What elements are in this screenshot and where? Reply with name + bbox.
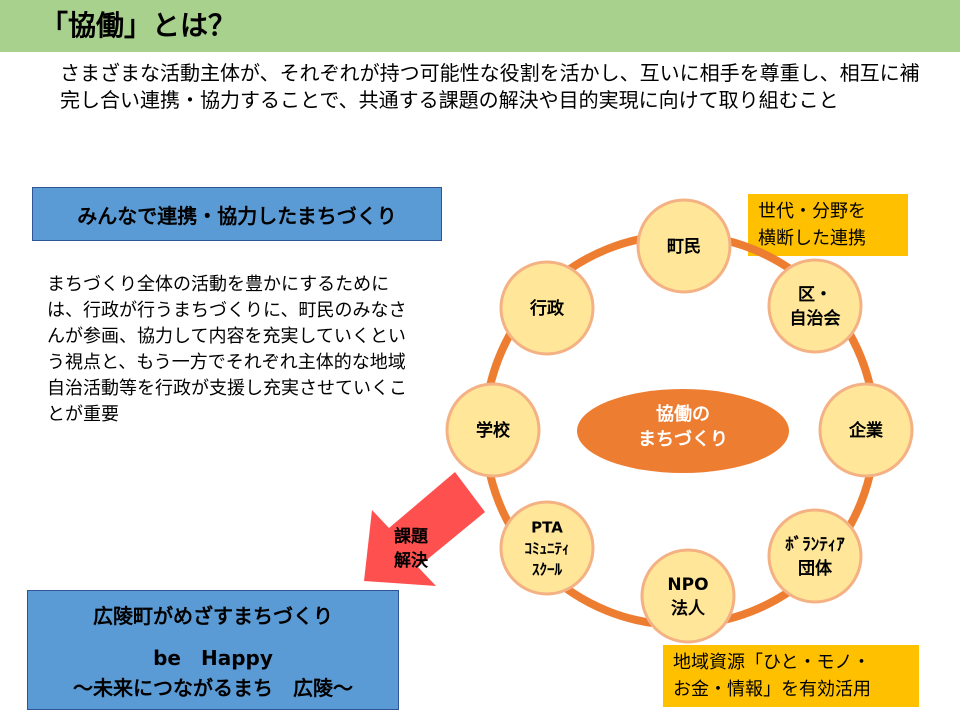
actor-label-pta-2: ｽｸｰﾙ: [532, 560, 563, 578]
actor-chomin: 町民: [636, 198, 732, 294]
actor-label-ku-0: 区・: [798, 285, 832, 305]
actor-circle-pta: [499, 500, 595, 596]
left-body-text: まちづくり全体の活動を豊かにするためには、行政が行うまちづくりに、町民のみなさん…: [47, 274, 407, 425]
note-top-line-1: 世代・分野を: [758, 201, 866, 222]
center-label-1: 協働の: [656, 403, 710, 425]
actor-label-pta-1: ｺﾐｭﾆﾃｨ: [524, 539, 569, 557]
actor-circle-npo: [640, 548, 736, 644]
actor-circle-kigyo: [818, 382, 914, 478]
actor-volunteer: ﾎﾞﾗﾝﾃｨｱ 団体: [767, 508, 863, 604]
actor-label-gakko-0: 学校: [476, 420, 511, 441]
center-ellipse: [577, 389, 789, 473]
actor-circle-chomin: [636, 198, 732, 294]
center-label-2: まちづくり: [638, 429, 728, 450]
title-bar: [0, 0, 960, 52]
actor-circle-volunteer: [767, 508, 863, 604]
actor-label-volunteer-1: 団体: [798, 558, 833, 579]
note-top-line-2: 横断した連携: [758, 228, 866, 249]
note-bottom: 地域資源「ひと・モノ・ お金・情報」を有効活用: [663, 645, 919, 707]
actor-circle-gakko: [445, 382, 541, 478]
arrow-label-2: 解決: [394, 550, 429, 571]
actor-label-kigyo-0: 企業: [848, 420, 883, 441]
goal-line-2: be Happy: [153, 646, 273, 670]
goal-line-3: ～未来につながるまち 広陵～: [73, 676, 353, 700]
actor-circle-gyosei: [499, 260, 595, 356]
goal-line-1: 広陵町がめざすまちづくり: [93, 604, 333, 628]
actor-gakko: 学校: [445, 382, 541, 478]
page-title: 「協働」とは？: [40, 9, 237, 42]
goal-box: 広陵町がめざすまちづくり be Happy ～未来につながるまち 広陵～: [27, 590, 399, 710]
actor-label-volunteer-0: ﾎﾞﾗﾝﾃｨｱ: [785, 534, 845, 555]
definition-text: さまざまな活動主体が、それぞれが持つ可能性な役割を活かし、互いに相手を尊重し、相…: [60, 61, 920, 112]
actor-label-ku-1: 自治会: [790, 308, 841, 329]
actor-label-pta-0: PTA: [531, 518, 563, 536]
note-bottom-line-2: お金・情報」を有効活用: [673, 679, 871, 700]
arrow-label-1: 課題: [394, 526, 429, 547]
actor-ku: 区・自治会: [767, 258, 863, 354]
actor-circle-ku: [767, 258, 863, 354]
actor-npo: NPO 法人: [640, 548, 736, 644]
actor-label-chomin-0: 町民: [667, 237, 701, 257]
note-top: 世代・分野を 横断した連携: [748, 194, 908, 256]
actor-pta: PTA ｺﾐｭﾆﾃｨ ｽｸｰﾙ: [499, 500, 595, 596]
left-heading-label: みんなで連携・協力したまちづくり: [77, 203, 397, 228]
left-heading: みんなで連携・協力したまちづくり: [32, 187, 442, 241]
actor-gyosei: 行政: [499, 260, 595, 356]
actor-label-npo-0: NPO: [667, 575, 708, 595]
actor-kigyo: 企業: [818, 382, 914, 478]
solution-arrow-icon: [364, 472, 485, 586]
note-bottom-line-1: 地域資源「ひと・モノ・: [673, 652, 871, 673]
actor-label-npo-1: 法人: [671, 598, 706, 619]
actor-label-gyosei-0: 行政: [529, 298, 565, 319]
